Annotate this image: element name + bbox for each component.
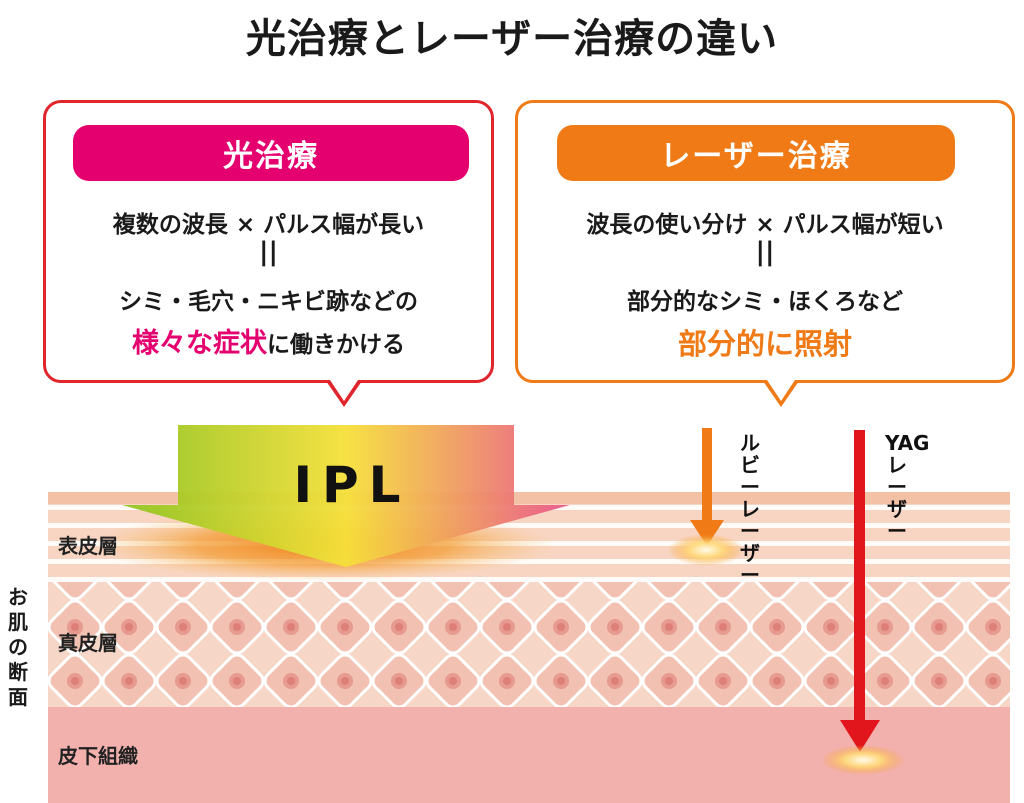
laser-line2: 部分的なシミ・ほくろなど <box>627 289 903 315</box>
ipl-beam-arrow <box>122 425 570 567</box>
laser-card-pointer-inner <box>767 380 795 401</box>
ipl-beam-label: IPL <box>293 456 411 514</box>
ipl-line1: 複数の波長 × パルス幅が長い <box>112 212 425 238</box>
dermis-layer <box>48 582 1010 707</box>
laser-heading: レーザー治療 <box>557 125 955 181</box>
laser-line1: 波長の使い分け × パルス幅が短い <box>586 212 944 238</box>
laser-equals: || <box>755 237 775 267</box>
ipl-equals: || <box>259 237 278 267</box>
page-title: 光治療とレーザー治療の違い <box>245 16 779 62</box>
yag-laser-label: YAGレーザー <box>885 431 930 543</box>
epidermis-label: 表皮層 <box>58 534 118 558</box>
laser-highlight: 部分的に照射 <box>677 327 852 361</box>
ipl-card-pointer-inner <box>330 380 358 401</box>
ipl-highlight: 様々な症状 <box>132 328 267 359</box>
subcutis-label: 皮下組織 <box>58 744 138 768</box>
ipl-line2: シミ・毛穴・ニキビ跡などの <box>119 289 418 315</box>
ruby-laser-label: ルビーレーザー <box>740 431 760 587</box>
ipl-line3: 様々な症状に働きかける <box>43 321 494 360</box>
ruby-laser-spot <box>668 534 744 566</box>
laser-line3: 部分的に照射 <box>515 321 1015 363</box>
dermis-label: 真皮層 <box>58 631 118 655</box>
ipl-line3-rest: に働きかける <box>267 332 405 358</box>
skin-section-label: お肌の断面 <box>8 585 28 709</box>
ruby-laser-arrow <box>690 428 724 546</box>
ipl-heading: 光治療 <box>73 125 469 181</box>
yag-laser-arrow <box>840 430 880 752</box>
yag-laser-spot <box>821 745 905 775</box>
